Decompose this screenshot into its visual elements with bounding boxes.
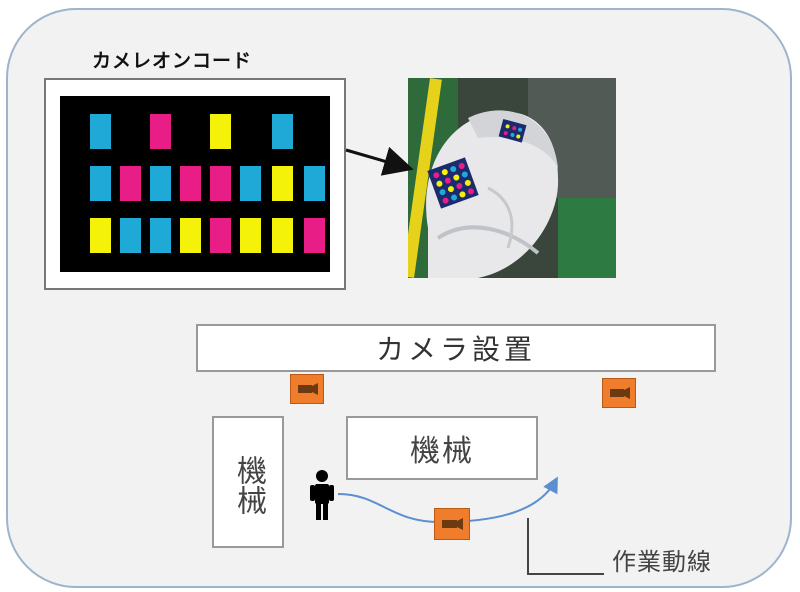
- worker-hood-photo: [408, 78, 616, 278]
- code-cell-cyan: [240, 166, 261, 201]
- chameleon-code-title: カメレオンコード: [92, 50, 253, 72]
- code-cell-magenta: [180, 166, 201, 201]
- work-flow-label: 作業動線: [612, 548, 712, 576]
- camera-icon: [290, 374, 324, 404]
- chameleon-code-panel: [44, 78, 346, 290]
- code-cell-yellow: [90, 218, 111, 253]
- code-cell-cyan: [90, 114, 111, 149]
- code-cell-yellow: [210, 114, 231, 149]
- machine-label-left: 機械: [231, 455, 266, 515]
- code-cell-magenta: [210, 218, 231, 253]
- code-cell-yellow: [240, 218, 261, 253]
- code-cell-cyan: [150, 166, 171, 201]
- machine-box-left: 機械: [212, 416, 284, 548]
- code-cell-magenta: [120, 166, 141, 201]
- code-cell-cyan: [272, 114, 293, 149]
- code-cell-yellow: [272, 166, 293, 201]
- work-flow-leader-line: [527, 518, 604, 575]
- code-cell-magenta: [210, 166, 231, 201]
- code-cell-cyan: [120, 218, 141, 253]
- worker-hood-image: [408, 78, 616, 278]
- code-cell-cyan: [90, 166, 111, 201]
- code-cell-yellow: [180, 218, 201, 253]
- person-icon: [310, 470, 334, 520]
- code-cell-cyan: [304, 166, 325, 201]
- machine-label-right: 機械: [410, 434, 474, 469]
- code-to-photo-arrow: [345, 146, 414, 176]
- camera-installation-bar: カメラ設置: [196, 324, 716, 372]
- code-cell-cyan: [150, 218, 171, 253]
- camera-installation-label: カメラ設置: [375, 333, 536, 366]
- machine-box-right: 機械: [346, 416, 538, 480]
- camera-icon: [434, 508, 470, 540]
- code-cell-yellow: [272, 218, 293, 253]
- chameleon-code-grid: [60, 96, 330, 272]
- camera-icon: [602, 378, 636, 408]
- code-cell-magenta: [150, 114, 171, 149]
- code-cell-magenta: [304, 218, 325, 253]
